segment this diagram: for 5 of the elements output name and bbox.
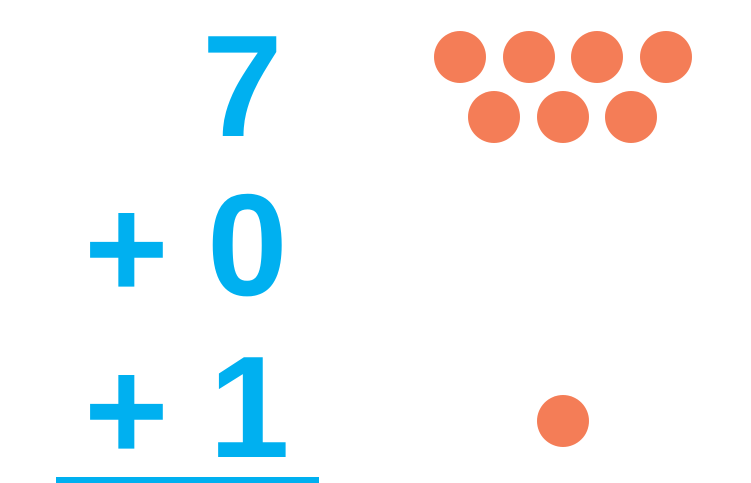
plus-sign: + bbox=[84, 190, 169, 306]
number: 7 bbox=[202, 28, 283, 144]
number: 1 bbox=[209, 349, 290, 465]
number: 0 bbox=[207, 187, 288, 303]
plus-sign: + bbox=[84, 352, 169, 468]
